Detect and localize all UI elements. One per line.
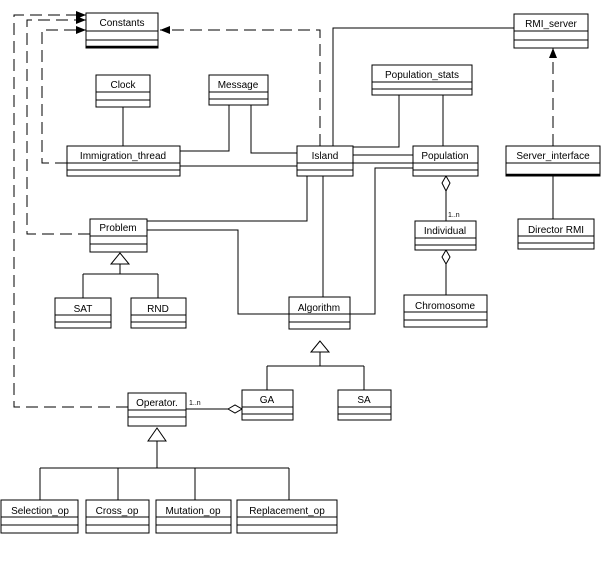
class-operator[interactable]: Operator. [127,392,187,427]
class-cross-op[interactable]: Cross_op [85,499,150,534]
aggregation-diamond-icon [441,174,451,193]
operator-constants-dependency [13,14,128,408]
population-algorithm-link [350,167,413,315]
class-population-stats[interactable]: Population_stats [371,64,473,96]
class-population[interactable]: Population [412,145,479,177]
class-rnd[interactable]: RND [130,297,187,329]
multiplicity-label: 1..n [189,400,201,407]
class-sa[interactable]: SA [337,389,392,421]
class-name: Server_interface [516,151,590,162]
class-problem[interactable]: Problem [89,218,148,253]
class-name: SAT [74,304,93,315]
class-name: Replacement_op [249,506,325,517]
arrow-head-icon [549,48,557,58]
arrow-head-icon [76,16,86,24]
inheritance-triangle-icon [147,427,167,442]
inheritance-triangle-icon [309,340,331,353]
class-name: Problem [99,223,136,234]
class-chromosome[interactable]: Chromosome [403,294,488,328]
class-sat[interactable]: SAT [54,297,112,329]
message-immigration-link [180,105,230,152]
class-name: Selection_op [11,506,69,517]
class-name: Chromosome [415,301,475,312]
class-name: Clock [110,80,136,91]
arrowheads [76,11,557,442]
class-selection-op[interactable]: Selection_op [0,499,79,534]
class-name: Mutation_op [165,506,220,517]
aggregation-diamond-icon [441,248,451,266]
arrow-head-icon [76,26,86,34]
class-name: Operator. [136,398,178,409]
class-constants[interactable]: Constants [85,12,159,49]
connectors [13,14,554,500]
class-server-interface[interactable]: Server_interface [505,145,601,177]
class-name: Message [218,80,259,91]
rmi-island-link [332,27,514,146]
class-immigration-thread[interactable]: Immigration_thread [66,145,181,177]
problem-algorithm-link [147,229,289,315]
class-algorithm[interactable]: Algorithm [288,296,351,330]
class-name: Director RMI [528,225,584,236]
class-mutation-op[interactable]: Mutation_op [155,499,232,534]
class-rmi-server[interactable]: RMI_server [513,13,589,49]
multiplicity-label: 1..n [448,212,460,219]
message-island-link [250,105,297,154]
class-name: Constants [99,18,144,29]
class-name: Algorithm [298,303,340,314]
island-constants-dependency [160,29,321,146]
island-problem-link [147,176,308,222]
problem-constants-dependency [26,19,90,235]
arrow-head-icon [160,26,170,34]
class-individual[interactable]: Individual [414,220,477,251]
popstats-island-link [353,95,400,148]
class-name: Population_stats [385,70,459,81]
class-ga[interactable]: GA [241,389,294,421]
aggregation-diamond-icon [226,404,244,414]
class-name: RMI_server [525,19,577,30]
class-island[interactable]: Island [296,145,354,177]
class-name: Immigration_thread [80,151,166,162]
class-name: GA [260,395,275,406]
inheritance-triangle-icon [109,252,131,265]
class-name: RND [147,304,169,315]
class-name: Individual [424,226,466,237]
immigration-constants-dependency [41,29,86,164]
class-name: Population [421,151,468,162]
class-replacement-op[interactable]: Replacement_op [236,499,338,534]
class-name: Island [312,151,339,162]
class-name: SA [357,395,371,406]
class-director-rmi[interactable]: Director RMI [517,218,595,250]
class-clock[interactable]: Clock [95,74,151,108]
class-name: Cross_op [96,506,139,517]
class-message[interactable]: Message [208,74,269,106]
